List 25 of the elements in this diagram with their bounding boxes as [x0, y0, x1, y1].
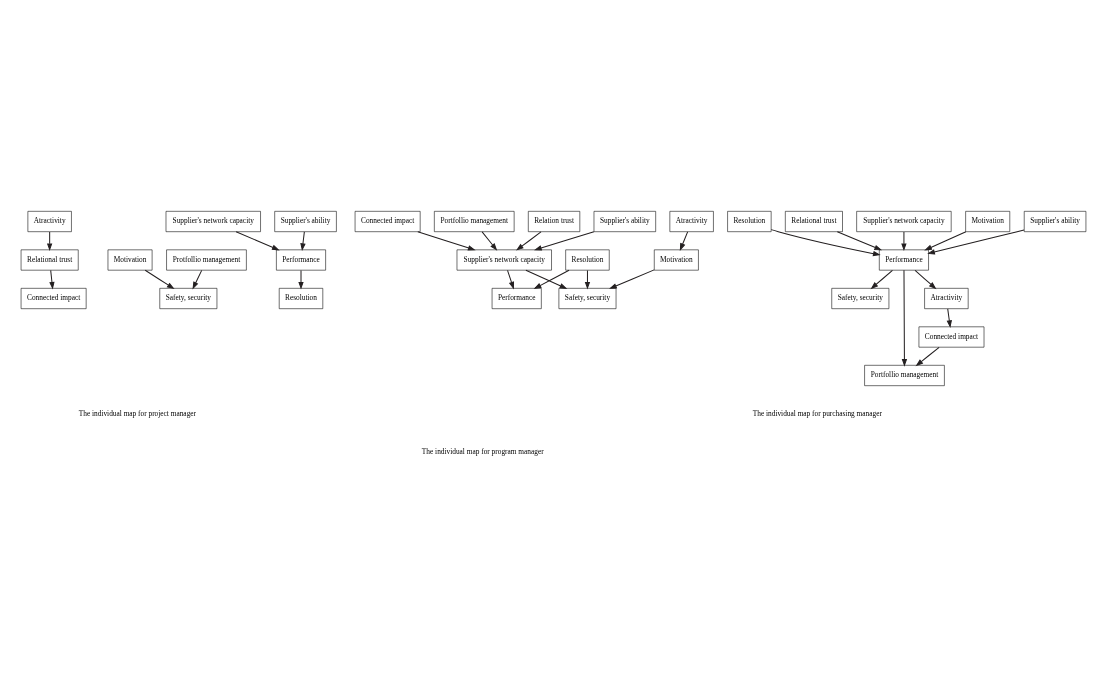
arrow: [417, 230, 476, 250]
arrow: [298, 269, 304, 290]
arrow: [770, 228, 881, 256]
arrow: [481, 230, 498, 251]
arrow: [679, 230, 689, 251]
arrow: [533, 269, 570, 289]
arrow: [516, 230, 542, 251]
arrow: [924, 230, 967, 250]
arrow: [915, 346, 940, 366]
arrow: [870, 269, 893, 289]
arrow: [144, 269, 175, 289]
arrow: [300, 230, 306, 251]
arrow: [584, 269, 591, 290]
arrow: [525, 269, 568, 289]
arrow: [901, 230, 907, 251]
arrow: [914, 269, 937, 289]
arrow: [192, 269, 203, 289]
arrow: [609, 268, 655, 289]
arrow: [836, 230, 883, 250]
arrow: [507, 269, 515, 290]
arrow: [49, 269, 55, 290]
arrow: [901, 269, 908, 367]
arrow: [927, 228, 1025, 255]
arrow: [946, 307, 952, 328]
arrow: [46, 230, 53, 251]
